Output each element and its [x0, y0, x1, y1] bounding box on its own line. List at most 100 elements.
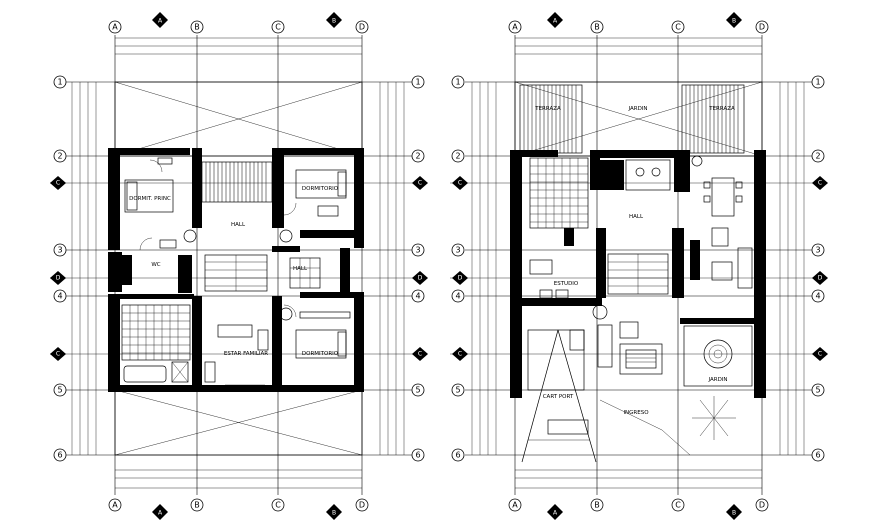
- svg-text:2: 2: [455, 152, 460, 161]
- svg-text:C: C: [675, 501, 681, 510]
- grid-bubble-col-a-top-right: A: [508, 20, 522, 34]
- svg-text:D: D: [359, 501, 365, 510]
- svg-text:D: D: [759, 501, 765, 510]
- svg-text:2: 2: [57, 152, 62, 161]
- section-marker-b-top-right: B: [726, 12, 742, 28]
- grid-bubble-col-d-top-right: D: [755, 20, 769, 34]
- section-marker-c-left-3: C: [452, 176, 468, 190]
- svg-text:C: C: [56, 351, 60, 358]
- grid-bubble-col-b-bottom-left: B: [190, 498, 204, 512]
- room-label-jardin: JARDIN: [627, 106, 647, 112]
- svg-text:B: B: [194, 501, 200, 510]
- grid-bubble-row-5-right-a: 5: [411, 383, 425, 397]
- svg-text:C: C: [275, 501, 281, 510]
- grid-bubble-row-3-right-b: 3: [811, 243, 825, 257]
- upper-floor-plan: DORMIT. PRINC DORMITORIO HALL WC ESTAR F…: [50, 35, 425, 495]
- grid-bubble-row-1-left-b: 1: [451, 75, 465, 89]
- svg-text:C: C: [818, 180, 822, 187]
- svg-text:C: C: [418, 351, 422, 358]
- svg-text:3: 3: [455, 246, 460, 255]
- svg-text:A: A: [553, 510, 558, 517]
- section-marker-c-left-4: C: [452, 347, 468, 361]
- room-label-cart-port: CART PORT: [543, 394, 574, 400]
- grid-bubble-row-1-left-a: 1: [53, 75, 67, 89]
- svg-text:D: D: [56, 275, 61, 282]
- grid-bubble-row-4-right-b: 4: [811, 289, 825, 303]
- section-marker-c-right-3: C: [812, 176, 828, 190]
- svg-text:B: B: [332, 510, 336, 517]
- svg-text:2: 2: [415, 152, 420, 161]
- svg-text:5: 5: [815, 386, 820, 395]
- room-label-estudio: ESTUDIO: [554, 281, 579, 287]
- grid-bubble-row-6-right-a: 6: [411, 448, 425, 462]
- svg-text:C: C: [418, 180, 422, 187]
- svg-text:B: B: [732, 18, 736, 25]
- grid-bubble-row-5-right-b: 5: [811, 383, 825, 397]
- section-marker-c-left-1: C: [50, 176, 66, 190]
- section-marker-b-bottom-left: B: [326, 504, 342, 520]
- room-label-dormitorio-bottom: DORMITORIO: [302, 351, 339, 357]
- grid-bubble-col-c-top-right: C: [671, 20, 685, 34]
- grid-bubble-col-b-bottom-right: B: [590, 498, 604, 512]
- grid-bubble-row-2-right-b: 2: [811, 149, 825, 163]
- grid-bubble-row-1-right-a: 1: [411, 75, 425, 89]
- svg-text:B: B: [594, 23, 600, 32]
- svg-text:3: 3: [57, 246, 62, 255]
- svg-text:4: 4: [455, 292, 460, 301]
- room-label-jardin-bottom: JARDIN: [707, 377, 727, 383]
- svg-text:6: 6: [57, 451, 62, 460]
- svg-text:A: A: [512, 501, 518, 510]
- svg-text:3: 3: [815, 246, 820, 255]
- svg-text:1: 1: [815, 78, 820, 87]
- section-marker-a-top-right: A: [547, 12, 563, 28]
- grid-bubble-col-d-top-left: D: [355, 20, 369, 34]
- svg-text:5: 5: [57, 386, 62, 395]
- svg-text:5: 5: [415, 386, 420, 395]
- svg-text:C: C: [458, 351, 462, 358]
- grid-bubble-row-3-left-a: 3: [53, 243, 67, 257]
- section-marker-c-right-2: C: [412, 347, 428, 361]
- room-label-dormitorio-top: DORMITORIO: [302, 186, 339, 192]
- grid-bubble-row-6-left-b: 6: [451, 448, 465, 462]
- grid-bubble-row-4-left-b: 4: [451, 289, 465, 303]
- svg-text:6: 6: [455, 451, 460, 460]
- section-marker-a-bottom-left: A: [152, 504, 168, 520]
- kitchen-tiles: [529, 157, 589, 229]
- grid-bubble-row-2-left-b: 2: [451, 149, 465, 163]
- grid-bubble-col-d-bottom-right: D: [755, 498, 769, 512]
- svg-text:6: 6: [815, 451, 820, 460]
- grid-bubble-row-5-left-a: 5: [53, 383, 67, 397]
- svg-text:1: 1: [455, 78, 460, 87]
- svg-text:D: D: [458, 275, 463, 282]
- ground-floor-plan: TERRAZA JARDIN TERRAZA HALL ESTUDIO JARD…: [450, 35, 825, 495]
- svg-text:1: 1: [57, 78, 62, 87]
- svg-text:D: D: [759, 23, 765, 32]
- svg-text:3: 3: [415, 246, 420, 255]
- svg-text:5: 5: [455, 386, 460, 395]
- grid-bubble-row-5-left-b: 5: [451, 383, 465, 397]
- grid-bubble-row-2-right-a: 2: [411, 149, 425, 163]
- grid-bubble-col-c-top-left: C: [271, 20, 285, 34]
- terrace-hatch-right: [681, 84, 745, 154]
- section-marker-c-right-1: C: [412, 176, 428, 190]
- palm-tree-symbol: [692, 396, 736, 440]
- grid-bubble-col-c-bottom-right: C: [671, 498, 685, 512]
- section-marker-d-right-3: D: [812, 271, 828, 285]
- svg-text:C: C: [818, 351, 822, 358]
- grid-bubble-col-c-bottom-left: C: [271, 498, 285, 512]
- svg-text:A: A: [158, 510, 163, 517]
- svg-text:A: A: [553, 18, 558, 25]
- grid-bubble-row-3-left-b: 3: [451, 243, 465, 257]
- svg-text:C: C: [458, 180, 462, 187]
- grid-bubble-row-4-left-a: 4: [53, 289, 67, 303]
- grid-bubble-row-3-right-a: 3: [411, 243, 425, 257]
- bathroom-tiles: [121, 304, 191, 383]
- terrace-hatch-left: [519, 84, 583, 154]
- svg-text:D: D: [818, 275, 823, 282]
- grid-bubble-row-6-right-b: 6: [811, 448, 825, 462]
- svg-text:4: 4: [815, 292, 820, 301]
- grid-bubble-col-a-top-left: A: [108, 20, 122, 34]
- svg-text:C: C: [275, 23, 281, 32]
- grid-bubble-col-b-top-right: B: [590, 20, 604, 34]
